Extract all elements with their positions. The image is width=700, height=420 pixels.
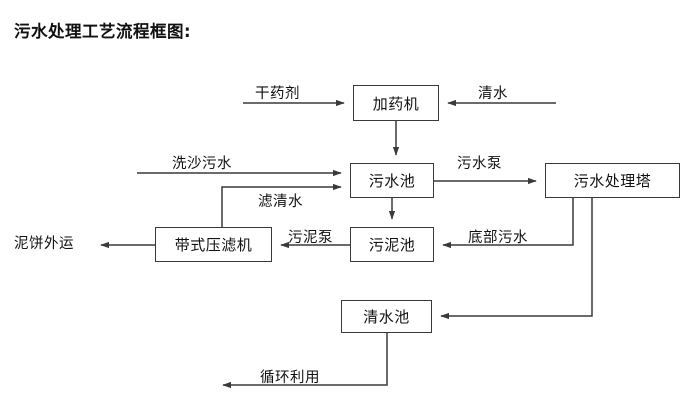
node-clearwater-pool[interactable]: 清水池	[341, 300, 432, 333]
label-mudcake-out: 泥饼外运	[14, 236, 74, 252]
label-sludge-pump: 污泥泵	[288, 230, 333, 246]
node-label: 带式压滤机	[174, 236, 253, 254]
label-clean-water-in: 清水	[478, 86, 508, 102]
edge-tower-to-sludge	[442, 198, 574, 249]
edge-tower-to-clearwater	[440, 198, 593, 320]
node-label: 加药机	[372, 94, 420, 113]
label-dry-chemical: 干药剂	[255, 86, 300, 102]
node-wastewater-pool[interactable]: 污水池	[350, 163, 434, 198]
label-sewage-pump: 污水泵	[457, 156, 502, 172]
edge-filtrate-to-wastewater	[221, 183, 342, 227]
edge-clearwater-to-recycle	[222, 333, 388, 389]
node-label: 清水池	[363, 308, 410, 326]
node-label: 污水处理塔	[573, 172, 652, 190]
node-label: 污水池	[368, 172, 416, 190]
node-treatment-tower[interactable]: 污水处理塔	[545, 163, 680, 198]
label-bottom-wastewater: 底部污水	[468, 230, 528, 246]
label-recycle-reuse: 循环利用	[260, 370, 320, 386]
node-belt-filter-press[interactable]: 带式压滤机	[155, 227, 272, 262]
node-label: 污泥池	[368, 236, 416, 254]
node-sludge-pool[interactable]: 污泥池	[350, 227, 434, 262]
page-title: 污水处理工艺流程框图:	[14, 22, 192, 41]
label-filtered-water: 滤清水	[258, 194, 303, 210]
label-sand-wash-water: 洗沙污水	[172, 156, 232, 172]
node-dosing-machine[interactable]: 加药机	[353, 85, 439, 121]
